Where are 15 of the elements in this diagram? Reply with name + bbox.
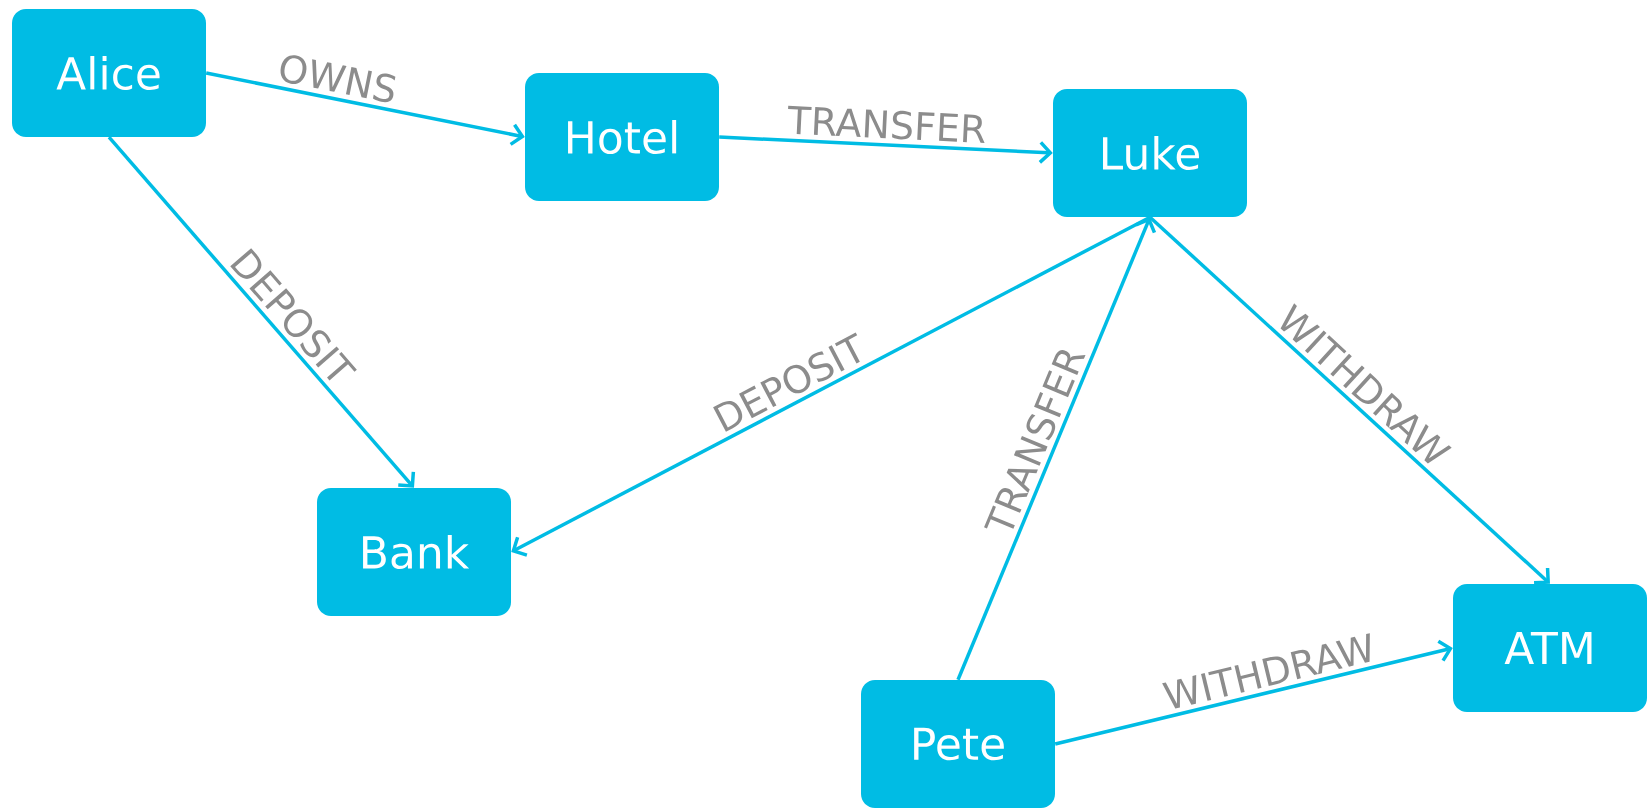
entity-box: Pete [861, 680, 1055, 808]
arrow [719, 135, 1053, 164]
edge-label: TRANSFER [788, 105, 985, 143]
entity-box: Alice [12, 9, 206, 137]
arrow [1148, 215, 1550, 585]
arrow [107, 136, 416, 488]
entity-box: Bank [317, 488, 511, 616]
entity-box: ATM [1453, 584, 1647, 712]
arrow [511, 215, 1151, 557]
arrow [205, 71, 525, 146]
edge-label: OWNS [280, 55, 396, 103]
entity-box: Hotel [525, 73, 719, 201]
arrow [1054, 639, 1453, 746]
arrow [956, 217, 1157, 681]
entity-box: Luke [1053, 89, 1247, 217]
